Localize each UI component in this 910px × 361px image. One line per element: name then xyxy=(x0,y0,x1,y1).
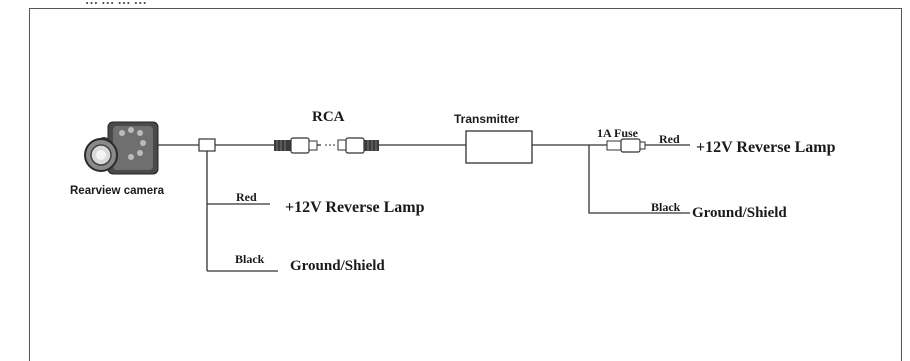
left-black-label: Black xyxy=(235,252,265,266)
right-black-label: Black xyxy=(651,200,681,214)
transmitter-box xyxy=(465,130,533,164)
top-cut-fragment: … … … … xyxy=(85,0,147,6)
rca-label: RCA xyxy=(312,109,345,125)
right-power-label: +12V Reverse Lamp xyxy=(696,139,836,156)
right-red-label: Red xyxy=(659,132,680,146)
left-ground-label: Ground/Shield xyxy=(290,258,385,274)
splitter-box xyxy=(198,138,216,152)
left-power-label: +12V Reverse Lamp xyxy=(285,199,425,216)
diagram-border xyxy=(29,8,902,361)
left-red-label: Red xyxy=(236,190,257,204)
fuse-holder xyxy=(606,138,646,153)
rca-male-plug xyxy=(274,137,321,154)
camera-label: Rearview camera xyxy=(70,185,164,197)
fuse-label: 1A Fuse xyxy=(597,126,639,140)
rca-female-plug xyxy=(337,137,379,154)
right-ground-wire xyxy=(588,145,690,214)
rearview-camera-icon xyxy=(84,121,159,175)
transmitter-label: Transmitter xyxy=(454,112,520,126)
right-ground-label: Ground/Shield xyxy=(692,205,787,221)
